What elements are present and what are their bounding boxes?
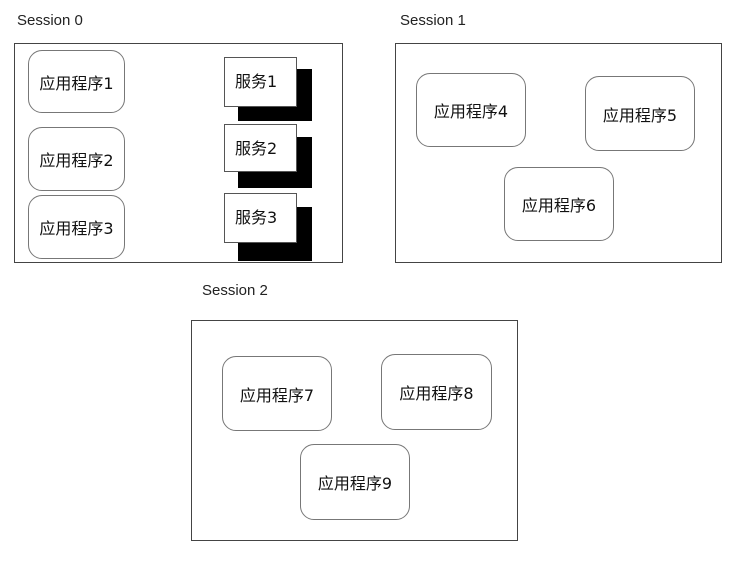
service-node-2: 服务2 <box>224 124 297 172</box>
app-node-5: 应用程序5 <box>585 76 695 151</box>
service-node-3: 服务3 <box>224 193 297 243</box>
session-1-label: Session 1 <box>400 12 466 29</box>
session-0-label: Session 0 <box>17 12 83 29</box>
app-node-8: 应用程序8 <box>381 354 492 430</box>
session-1-box: 应用程序4 应用程序5 应用程序6 <box>395 43 722 263</box>
session-2-box: 应用程序7 应用程序8 应用程序9 <box>191 320 518 541</box>
session-0-box: 应用程序1 应用程序2 应用程序3 服务1 服务2 服务3 <box>14 43 343 263</box>
app-node-1: 应用程序1 <box>28 50 125 113</box>
app-node-2: 应用程序2 <box>28 127 125 191</box>
app-node-7: 应用程序7 <box>222 356 332 431</box>
session-2-label: Session 2 <box>202 282 268 299</box>
app-node-4: 应用程序4 <box>416 73 526 147</box>
app-node-6: 应用程序6 <box>504 167 614 241</box>
app-node-3: 应用程序3 <box>28 195 125 259</box>
app-node-9: 应用程序9 <box>300 444 410 520</box>
service-node-1: 服务1 <box>224 57 297 107</box>
